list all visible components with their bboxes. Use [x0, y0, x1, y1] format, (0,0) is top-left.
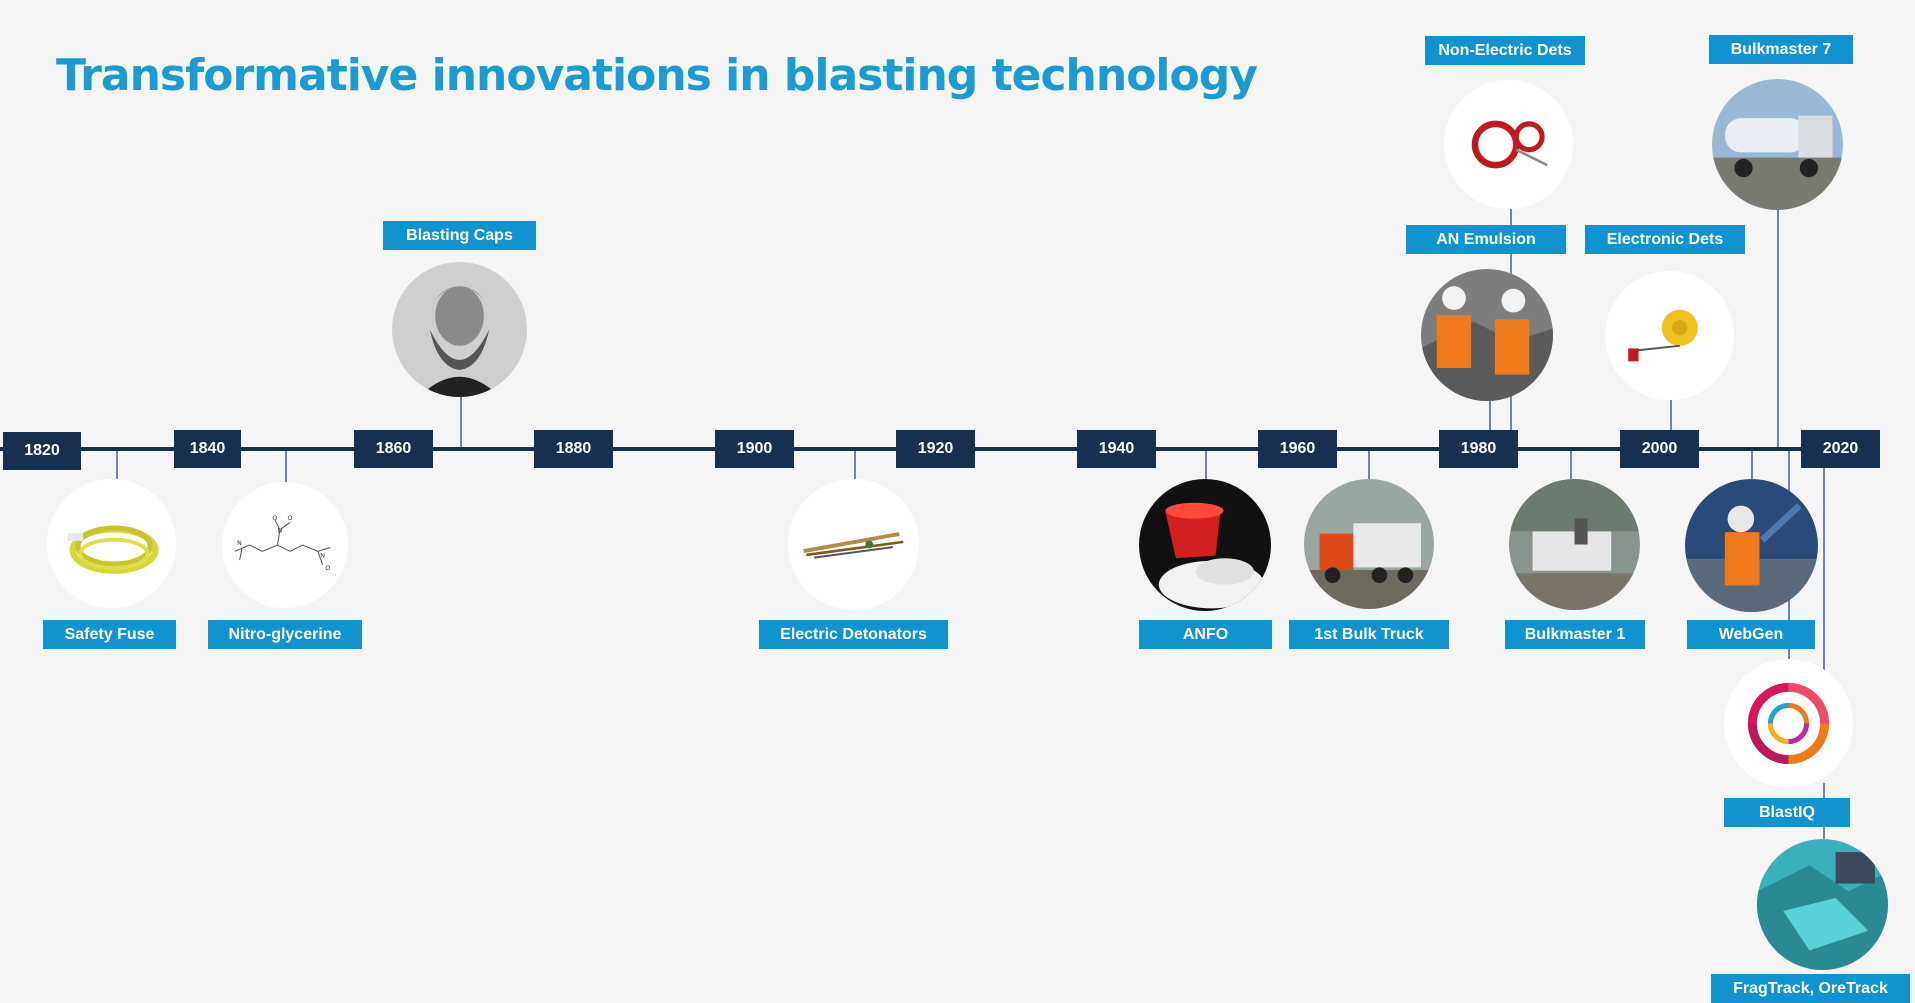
fragtrack-label: FragTrack, OreTrack [1711, 974, 1910, 1003]
svg-text:N: N [320, 553, 325, 560]
non-electric-dets-image [1444, 80, 1573, 209]
blasting-caps-label: Blasting Caps [383, 221, 536, 250]
nitroglycerine-label: Nitro-glycerine [208, 620, 362, 649]
svg-text:N: N [237, 540, 242, 547]
fragtrack-image [1757, 839, 1888, 970]
year-1980: 1980 [1439, 430, 1518, 468]
year-1820: 1820 [3, 432, 81, 470]
year-1920: 1920 [896, 430, 975, 468]
svg-text:O: O [272, 515, 277, 522]
blastiq-label: BlastIQ [1724, 798, 1850, 827]
electronic-dets-image [1605, 271, 1734, 400]
anfo-image [1139, 479, 1271, 611]
year-2020: 2020 [1801, 430, 1880, 468]
year-1860: 1860 [354, 430, 433, 468]
svg-text:O: O [288, 515, 293, 522]
electronic-dets-label: Electronic Dets [1585, 225, 1745, 254]
connector [460, 394, 462, 449]
svg-text:N: N [277, 527, 282, 534]
connector [1670, 398, 1672, 430]
year-1840: 1840 [174, 430, 241, 468]
svg-text:O: O [325, 565, 330, 572]
an-emulsion-label: AN Emulsion [1406, 225, 1566, 254]
connector [1570, 449, 1572, 479]
connector [1368, 449, 1370, 479]
first-bulk-truck-label: 1st Bulk Truck [1289, 620, 1449, 649]
connector [854, 449, 856, 479]
year-2000: 2000 [1620, 430, 1699, 468]
connector [116, 449, 118, 479]
webgen-label: WebGen [1687, 620, 1815, 649]
page-title: Transformative innovations in blasting t… [56, 50, 1258, 101]
electric-detonators-image [788, 479, 919, 610]
blastiq-logo [1724, 659, 1853, 788]
first-bulk-truck-image [1304, 479, 1434, 609]
safety-fuse-image [47, 479, 176, 608]
blasting-caps-image [392, 262, 527, 397]
safety-fuse-label: Safety Fuse [43, 620, 176, 649]
connector [1777, 206, 1779, 448]
connector [1823, 468, 1825, 670]
year-1880: 1880 [534, 430, 613, 468]
bulkmaster-7-label: Bulkmaster 7 [1709, 35, 1853, 64]
webgen-image [1685, 479, 1818, 612]
anfo-label: ANFO [1139, 620, 1272, 649]
connector [1489, 398, 1491, 430]
bulkmaster-1-image [1509, 479, 1640, 610]
year-1960: 1960 [1258, 430, 1337, 468]
bulkmaster-7-image [1712, 79, 1843, 210]
connector [1205, 449, 1207, 479]
connector [285, 449, 287, 483]
non-electric-dets-label: Non-Electric Dets [1425, 36, 1585, 65]
an-emulsion-image [1421, 269, 1553, 401]
connector [1751, 449, 1753, 479]
year-1900: 1900 [715, 430, 794, 468]
year-1940: 1940 [1077, 430, 1156, 468]
electric-detonators-label: Electric Detonators [759, 620, 948, 649]
bulkmaster-1-label: Bulkmaster 1 [1505, 620, 1645, 649]
